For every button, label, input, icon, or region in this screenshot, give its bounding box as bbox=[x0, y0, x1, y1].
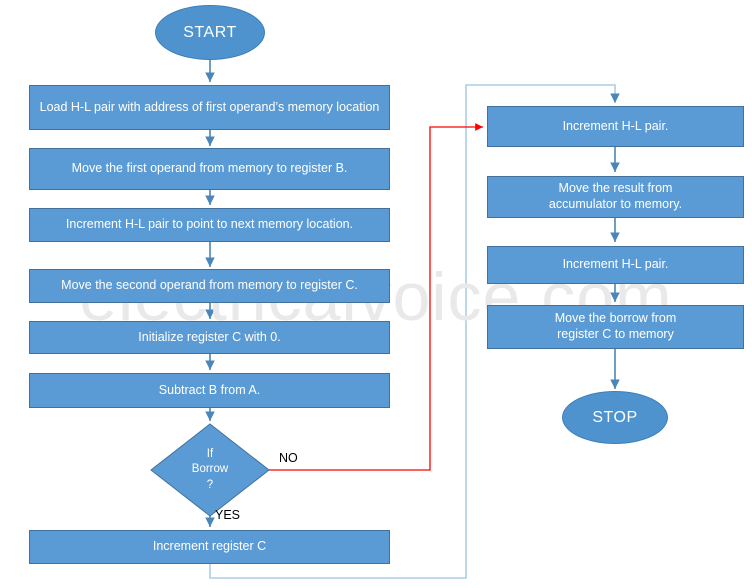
node-load-hl-pair-label: Load H-L pair with address of first oper… bbox=[39, 99, 380, 114]
node-if-borrow-line1: If bbox=[206, 447, 214, 460]
node-move-borrow-line1: Move the borrow from bbox=[554, 311, 677, 326]
node-move-borrow-text: Move the borrow from register C to memor… bbox=[555, 311, 677, 342]
node-if-borrow-line2: Borrow bbox=[191, 463, 229, 476]
node-increment-hl-pair-3-label: Increment H-L pair. bbox=[562, 257, 669, 272]
node-increment-hl-pair-3[interactable]: Increment H-L pair. bbox=[487, 246, 744, 284]
node-move-result-line2: accumulator to memory. bbox=[548, 197, 683, 211]
node-move-second-operand[interactable]: Move the second operand from memory to r… bbox=[29, 269, 390, 303]
node-load-hl-pair[interactable]: Load H-L pair with address of first oper… bbox=[29, 85, 390, 130]
node-increment-hl-pair-2-label: Increment H-L pair. bbox=[562, 118, 669, 133]
node-if-borrow-line3: ? bbox=[206, 478, 214, 491]
node-move-first-operand[interactable]: Move the first operand from memory to re… bbox=[29, 148, 390, 190]
edge-label-yes: YES bbox=[215, 508, 241, 522]
node-move-second-operand-label: Move the second operand from memory to r… bbox=[61, 278, 358, 293]
node-increment-hl-pair-next[interactable]: Increment H-L pair to point to next memo… bbox=[29, 208, 390, 242]
node-move-result-text: Move the result from accumulator to memo… bbox=[549, 181, 682, 212]
node-if-borrow-text: If Borrow ? bbox=[192, 447, 228, 494]
node-start[interactable]: START bbox=[155, 5, 265, 60]
node-move-first-operand-label: Move the first operand from memory to re… bbox=[71, 161, 348, 176]
node-initialize-register-c[interactable]: Initialize register C with 0. bbox=[29, 321, 390, 354]
node-increment-hl-pair-2[interactable]: Increment H-L pair. bbox=[487, 106, 744, 147]
node-if-borrow-decision[interactable]: If Borrow ? bbox=[151, 424, 269, 516]
node-increment-register-c-label: Increment register C bbox=[152, 539, 267, 554]
node-initialize-register-c-label: Initialize register C with 0. bbox=[138, 329, 281, 344]
node-move-result-line1: Move the result from bbox=[558, 181, 673, 196]
node-start-label: START bbox=[183, 23, 237, 41]
node-stop-label: STOP bbox=[592, 408, 638, 426]
node-move-result-to-memory[interactable]: Move the result from accumulator to memo… bbox=[487, 176, 744, 218]
node-subtract-b-from-a[interactable]: Subtract B from A. bbox=[29, 373, 390, 408]
node-increment-register-c[interactable]: Increment register C bbox=[29, 530, 390, 564]
node-move-borrow-line2: register C to memory bbox=[557, 327, 674, 341]
node-subtract-b-from-a-label: Subtract B from A. bbox=[158, 382, 261, 397]
node-increment-hl-pair-next-label: Increment H-L pair to point to next memo… bbox=[65, 217, 354, 232]
edge-label-no: NO bbox=[279, 451, 298, 465]
node-stop[interactable]: STOP bbox=[562, 391, 668, 444]
node-move-borrow-to-memory[interactable]: Move the borrow from register C to memor… bbox=[487, 305, 744, 349]
